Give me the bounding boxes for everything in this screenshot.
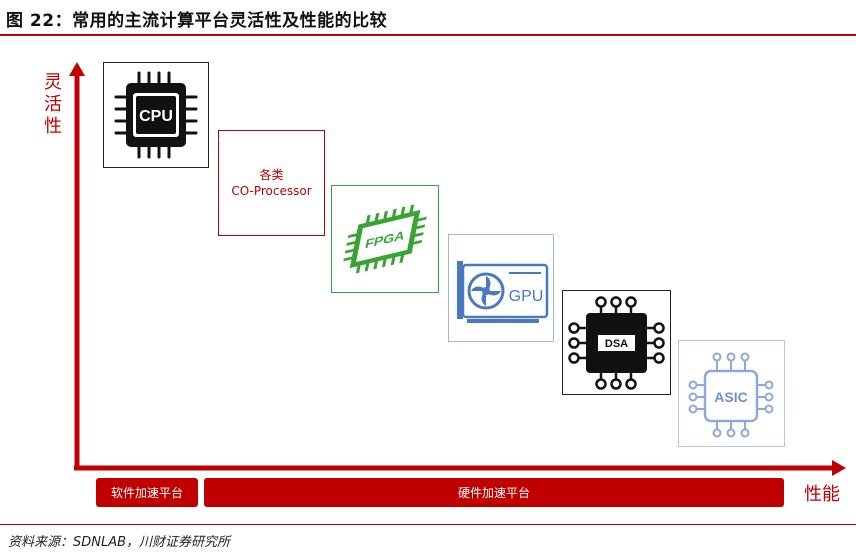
fpga-chip-icon: FPGA <box>343 204 427 274</box>
y-axis-arrow <box>69 62 85 76</box>
fpga-box: FPGA <box>331 185 439 293</box>
cpu-label: CPU <box>139 108 173 125</box>
gpu-card-icon: GPU <box>457 261 549 323</box>
footer-divider <box>0 524 856 525</box>
dsa-chip-icon: DSA <box>568 296 665 390</box>
cpu-box: CPU <box>103 62 209 168</box>
dsa-box: DSA <box>562 290 671 395</box>
x-axis-arrow <box>832 460 846 476</box>
dsa-label: DSA <box>605 338 628 350</box>
asic-box: ASIC <box>678 340 785 447</box>
asic-label: ASIC <box>714 389 747 405</box>
hardware-acceleration-bar: 硬件加速平台 <box>204 478 784 507</box>
y-axis-label: 灵 活 性 <box>44 72 62 137</box>
coprocessor-box: 各类 CO-Processor <box>218 130 325 236</box>
cpu-chip-icon: CPU <box>114 71 198 159</box>
figure-title: 图 22：常用的主流计算平台灵活性及性能的比较 <box>6 11 388 31</box>
x-axis-label: 性能 <box>804 484 840 505</box>
source-note: 资料来源：SDNLAB，川财证券研究所 <box>8 535 231 550</box>
software-acceleration-bar: 软件加速平台 <box>96 478 198 507</box>
gpu-box: GPU <box>448 234 554 342</box>
gpu-label: GPU <box>509 288 544 305</box>
title-divider <box>0 34 856 36</box>
coprocessor-label: 各类 CO-Processor <box>231 168 312 198</box>
asic-chip-icon: ASIC <box>688 352 774 438</box>
